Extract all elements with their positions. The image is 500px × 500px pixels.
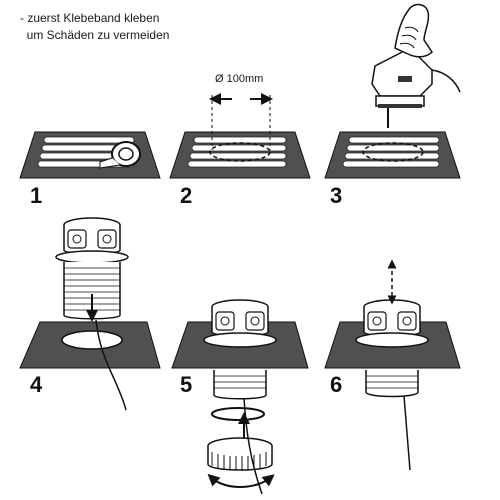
instruction-note: - zuerst Klebeband kleben um Schäden zu … xyxy=(20,10,169,44)
step-4 xyxy=(19,217,161,411)
cut-hole xyxy=(61,330,123,350)
seal-ring xyxy=(211,407,265,421)
step-5 xyxy=(171,299,309,495)
socket-tower-icon xyxy=(55,217,129,320)
step-number-1: 1 xyxy=(30,183,43,208)
step-6 xyxy=(324,259,461,471)
step-number-6: 6 xyxy=(330,372,343,397)
instruction-line-1: - zuerst Klebeband kleben xyxy=(20,11,160,25)
step-number-4: 4 xyxy=(30,372,43,397)
hand-icon xyxy=(394,3,433,58)
dimension-label: Ø 100mm xyxy=(215,73,264,85)
rotate-arrow xyxy=(207,473,275,488)
lock-ring-icon xyxy=(207,437,273,471)
step-2 xyxy=(169,93,311,179)
power-cable xyxy=(95,319,127,411)
step-3 xyxy=(324,3,461,179)
tape-strips xyxy=(187,136,287,168)
tape-roll-icon xyxy=(99,141,141,169)
step-number-3: 3 xyxy=(330,183,343,208)
cut-circle-marking xyxy=(362,142,424,162)
step-number-2: 2 xyxy=(180,183,193,208)
step-1 xyxy=(19,131,161,179)
step-number-5: 5 xyxy=(180,372,193,397)
under-sleeve xyxy=(213,370,267,400)
power-cable xyxy=(403,395,411,471)
socket-tower-icon xyxy=(203,299,277,348)
cut-circle-marking xyxy=(209,142,271,162)
under-sleeve xyxy=(365,370,419,398)
instruction-line-2: um Schäden zu vermeiden xyxy=(20,28,170,42)
power-cable xyxy=(243,397,263,495)
socket-tower-icon xyxy=(355,299,429,348)
jigsaw-icon xyxy=(371,47,461,128)
tape-strips xyxy=(37,136,135,168)
